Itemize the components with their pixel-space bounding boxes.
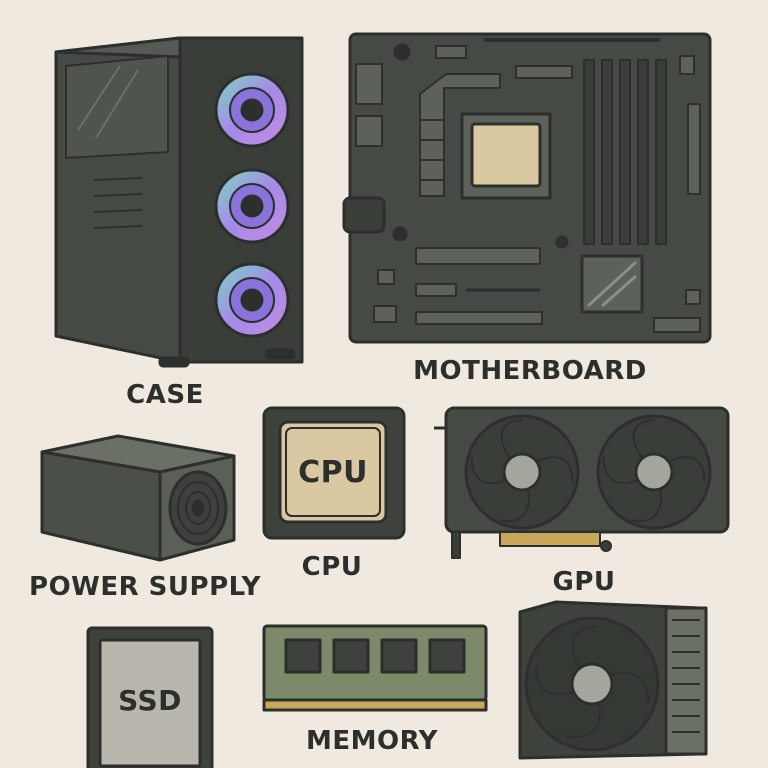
pc-case-icon — [54, 36, 304, 368]
ssd-chip-text: SSD — [118, 684, 182, 717]
case-label: CASE — [126, 380, 204, 410]
case-fan-bottom — [214, 262, 290, 338]
case-fan-middle — [214, 168, 290, 244]
gpu-fan-right — [596, 414, 712, 530]
motherboard-label: MOTHERBOARD — [413, 356, 647, 386]
cpu-chip-icon — [262, 406, 406, 540]
gpu-icon — [434, 406, 730, 559]
ssd-icon — [86, 626, 214, 768]
cpu-cooler-icon — [518, 600, 708, 760]
power-supply-icon — [40, 434, 236, 562]
gpu-label: GPU — [552, 567, 616, 597]
cpu-label: CPU — [301, 552, 363, 582]
motherboard-icon — [342, 32, 712, 344]
gpu-fan-left — [464, 414, 580, 530]
power-supply-label: POWER SUPPLY — [29, 572, 261, 602]
memory-module-icon — [262, 624, 488, 712]
case-fan-top — [214, 72, 290, 148]
cpu-chip-text: CPU — [298, 455, 368, 490]
memory-label: MEMORY — [305, 726, 439, 756]
